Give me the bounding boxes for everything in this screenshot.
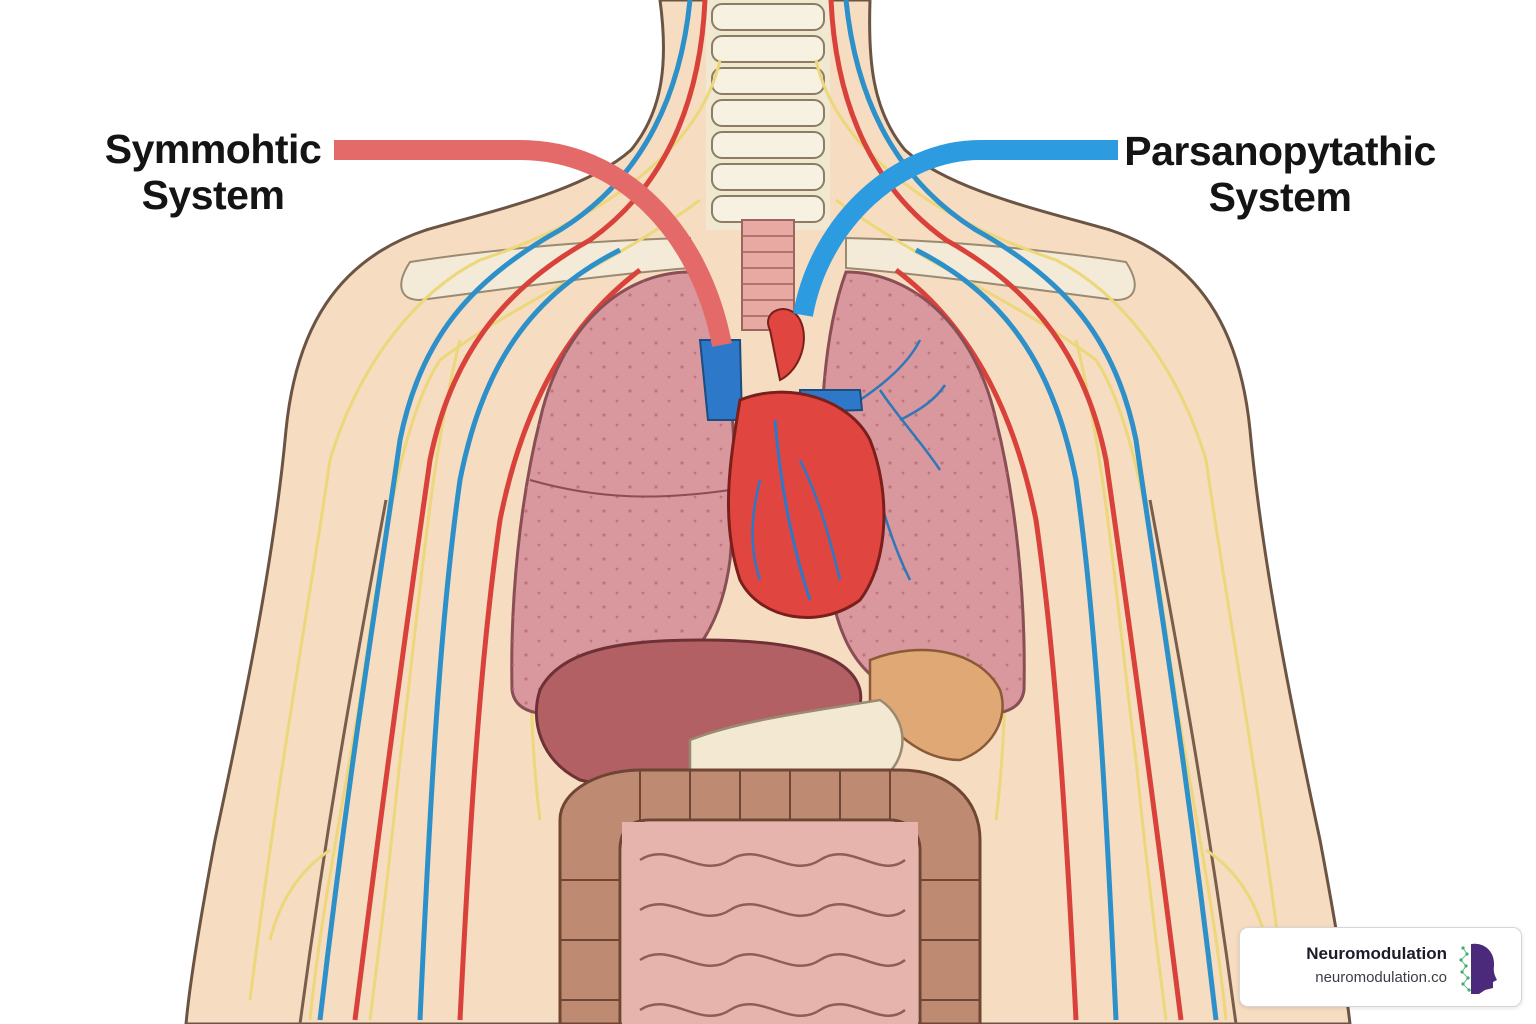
parasympathetic-label-line1: Parsanopytathic — [1124, 128, 1436, 174]
arm-line-right — [1148, 499, 1238, 1024]
lung-right-texture — [821, 272, 1025, 714]
heart — [698, 308, 886, 619]
badge-title: Neuromodulation — [1306, 944, 1447, 963]
lung-left-texture — [511, 272, 735, 714]
lung-left-fissure — [529, 479, 731, 498]
parasympathetic-system-label: Parsanopytathic System — [1122, 128, 1438, 220]
sympathetic-label-line2: System — [141, 172, 285, 218]
watermark-badge[interactable]: Neuromodulation neuromodulation.co — [1239, 927, 1522, 1007]
colon-segments — [560, 770, 980, 1001]
sympathetic-system-label: Symmohtic System — [98, 126, 328, 218]
trachea — [741, 219, 795, 331]
sympathetic-label-line1: Symmohtic — [104, 126, 322, 172]
badge-url: neuromodulation.co — [1315, 969, 1447, 986]
vein-network — [317, 0, 1219, 1021]
spine — [706, 0, 830, 230]
sympathetic-pointer-line — [334, 140, 732, 347]
small-intestine — [622, 822, 918, 1024]
head-profile-logo-icon — [1459, 943, 1497, 994]
parasympathetic-label-line2: System — [1208, 174, 1352, 220]
parasympathetic-pointer-line — [793, 140, 1118, 317]
arm-line-left — [298, 499, 388, 1024]
bronchial-tree — [859, 339, 947, 581]
